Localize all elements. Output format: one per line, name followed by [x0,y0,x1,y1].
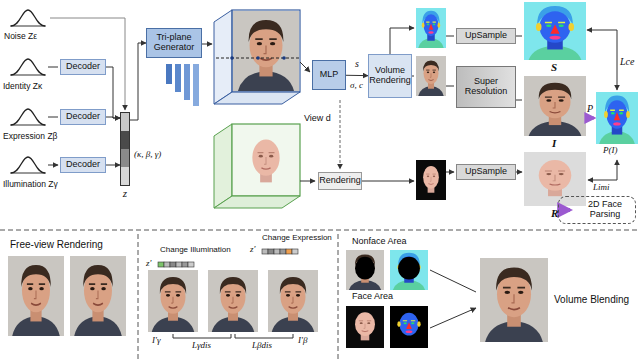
math-label: I [552,137,556,149]
node-text: Decoder [66,112,100,122]
decoder-box: Decoder [60,157,106,173]
caption-label: Expression Zβ [3,132,58,141]
caption-label: Noise Zε [4,32,37,41]
upsample-box: UpSample [456,164,516,180]
upsample-box: UpSample [456,28,516,44]
decoder-box: Decoder [60,109,106,125]
node-text: UpSample [465,31,507,41]
node-text: Super Resolution [459,77,513,97]
render-box: Volume Rendering [368,54,412,98]
super-resolution-box: Super Resolution [456,66,516,108]
node-text: UpSample [465,167,507,177]
math-label: z' [146,259,151,269]
node-text: MLP [320,70,339,80]
math-label: I'β [298,336,307,346]
mlp-box: MLP [312,60,346,90]
decoder-box: Decoder [60,59,106,75]
caption-label: Illumination Zγ [3,180,58,189]
caption-label: Free-view Rendering [10,239,103,250]
caption-label: Nonface Area [352,237,407,247]
node-text: Rendering [319,176,361,186]
math-label: S [551,61,557,73]
latent-vector: z [120,112,130,186]
math-label: (κ, β, γ) [134,150,161,160]
caption-label: Change Expression [262,234,332,243]
connector-arrow [346,75,368,76]
math-label: P [587,103,593,114]
connector-arrow [106,117,120,118]
math-label: Lβdis [252,341,272,351]
math-label: I'γ [152,336,160,346]
parsing-box: 2D Face Parsing [558,196,636,224]
node-text: Volume Rendering [369,66,411,86]
generator-box: Tri-plane Generator [146,28,202,58]
caption-label: Face Area [352,292,393,302]
render-box: Rendering [318,172,362,190]
caption-label: Volume Blending [554,294,629,305]
math-label: σ, c [350,81,363,91]
caption-label: View d [304,114,331,124]
math-label: z' [250,245,255,255]
caption-label: Change Illumination [160,246,231,255]
node-text: z [123,187,127,199]
node-text: 2D Face Parsing [577,200,633,220]
math-label: Lce [620,56,634,67]
connector-arrow [130,43,146,120]
math-label: Lγdis [192,341,211,351]
math-label: P(I) [603,146,618,156]
connector-arrow [106,67,120,118]
math-label: R [551,207,558,219]
math-label: Limi [593,183,610,193]
math-label: s [355,58,359,69]
node-text: Tri-plane Generator [149,33,199,53]
caption-label: Identity Zκ [3,82,42,91]
node-text: Decoder [66,160,100,170]
connector-arrow [106,165,120,166]
node-text: Decoder [66,62,100,72]
